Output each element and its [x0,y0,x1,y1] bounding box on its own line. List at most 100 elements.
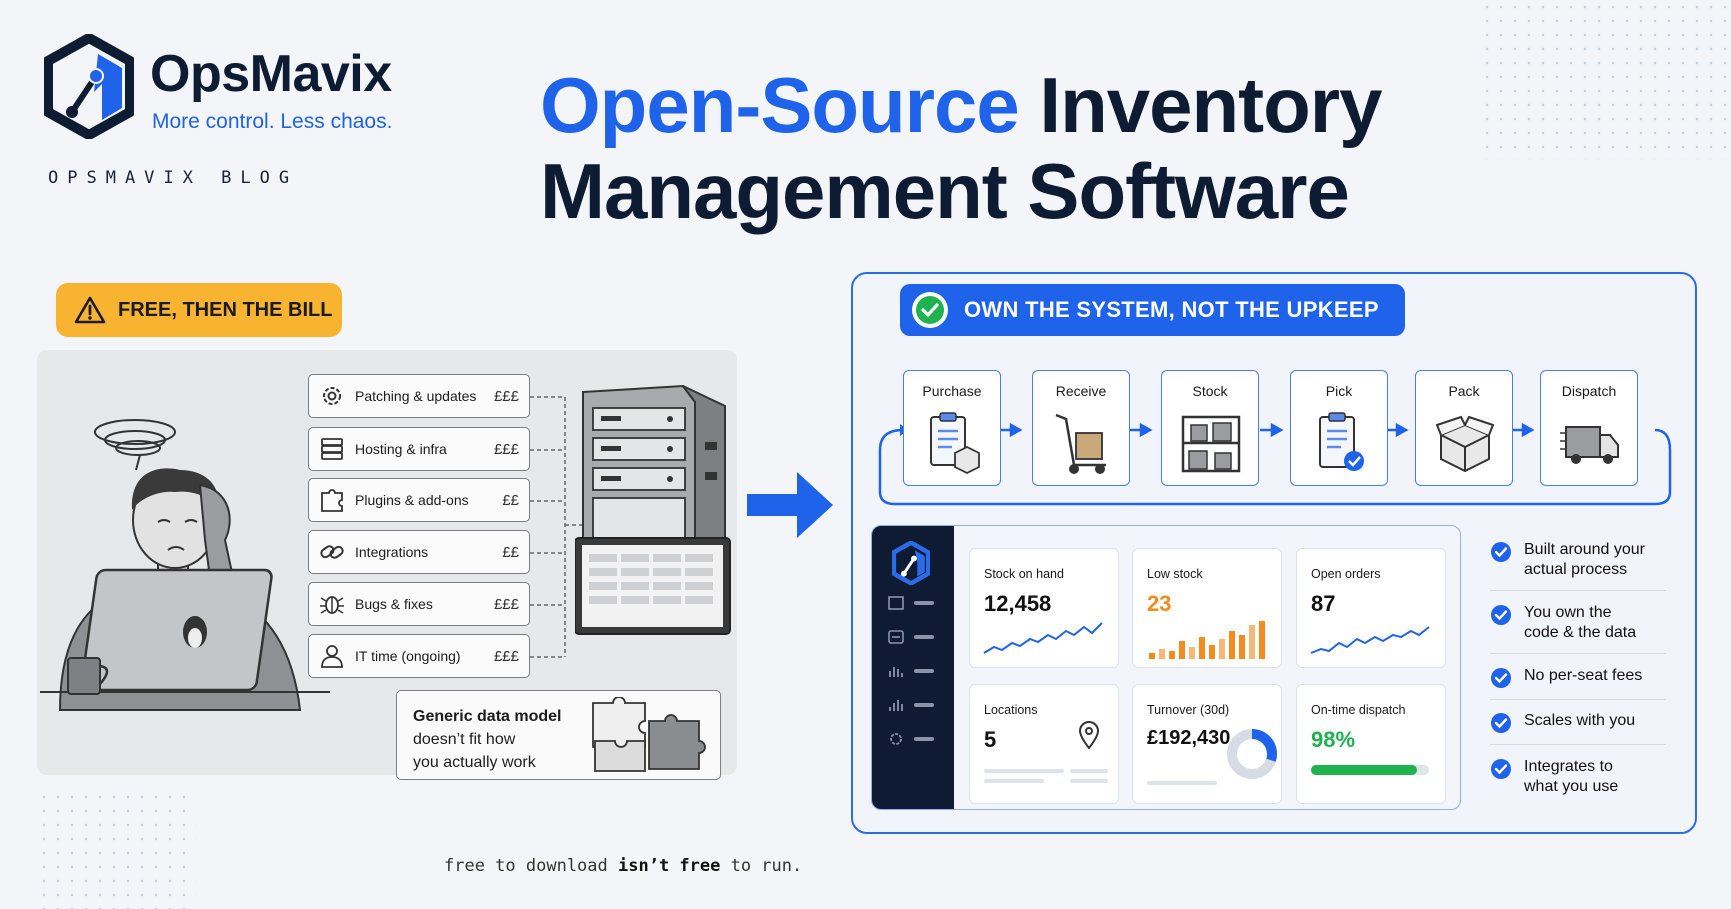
card-value: 23 [1147,591,1172,616]
hand-truck-icon [1055,413,1106,474]
puzzle-pieces-icon [592,697,706,772]
placeholder-lines [984,769,1108,783]
benefit-item: Scales with you [1490,711,1666,745]
check-circle-icon [1491,668,1511,688]
step-pick: Pick [1290,370,1388,486]
check-circle-icon [1491,605,1511,625]
warning-icon [74,296,106,324]
turnover-donut-chart [1227,729,1277,779]
sidebar-item-settings[interactable] [888,732,935,751]
menu-dash-icon [914,737,935,741]
benefit-line-1: No per-seat fees [1524,667,1643,684]
card-on-time-dispatch[interactable]: On-time dispatch 98% [1296,684,1446,804]
low-stock-bar [1169,651,1175,659]
cost-connector-lines [530,396,588,658]
low-stock-bar [1239,635,1245,659]
card-value: 98% [1311,727,1356,752]
opsmavix-logo-small [892,541,930,585]
user-icon [321,645,343,668]
blog-label: OPSMAVIX BLOG [48,168,299,188]
card-value: 12,458 [984,591,1052,616]
cost-value: ££ [502,491,519,509]
cost-value: £££ [493,387,519,405]
card-locations[interactable]: Locations 5 [969,684,1119,804]
cost-value: £££ [493,647,519,665]
sidebar-item-analytics[interactable] [888,698,935,717]
own-the-system-badge: OWN THE SYSTEM, NOT THE UPKEEP [900,284,1405,336]
gear-icon [323,387,341,405]
step-label: Receive [1055,383,1107,399]
title-accent: Open-Source [540,61,1020,149]
card-value: 5 [984,727,997,752]
clipboard-icon [930,412,980,475]
cost-item-it-time: IT time (ongoing) £££ [308,634,530,678]
benefit-item: No per-seat fees [1490,666,1666,700]
step-pack: Pack [1415,370,1513,486]
server-icon [321,438,343,460]
cost-item-bugs: Bugs & fixes £££ [308,582,530,626]
bar-chart-icon [889,700,903,711]
generic-line-3: you actually work [413,754,536,771]
sidebar-item-reports[interactable] [888,664,935,683]
menu-dash-icon [914,669,935,673]
puzzle-icon [321,489,343,512]
step-label: Pack [1448,383,1480,399]
cost-value: £££ [493,440,519,458]
low-stock-bar [1259,621,1265,659]
step-label: Pick [1325,383,1353,399]
card-label: Locations [984,703,1038,717]
footer-part-3: to run. [720,856,803,876]
check-circle-icon [1491,542,1511,562]
orders-sparkline [1310,626,1430,654]
shelf-icon [1181,415,1241,473]
low-stock-bar [1179,641,1185,659]
generic-data-model-text: Generic data model doesn’t fit how you a… [413,705,593,774]
dispatch-progress-fill [1311,765,1418,775]
low-stock-bar [1249,625,1255,659]
low-stock-bar-chart [1149,621,1265,659]
card-label: Turnover (30d) [1147,703,1230,717]
menu-dash-icon [914,703,935,707]
card-value: £192,430 [1147,727,1231,749]
generic-data-model-card: Generic data model doesn’t fit how you a… [396,690,721,780]
footer-part-1: free to download [444,856,618,876]
delivery-truck-icon [1560,426,1619,464]
sidebar-item-box[interactable] [888,596,935,615]
box-icon [888,596,904,610]
bar-chart-icon [889,667,903,677]
card-label: Stock on hand [984,567,1064,581]
card-low-stock[interactable]: Low stock 23 [1132,548,1282,668]
cost-label: Plugins & add-ons [355,492,469,508]
cost-item-plugins: Plugins & add-ons ££ [308,478,530,522]
low-stock-bar [1219,639,1225,659]
stressed-person-illustration [40,419,330,711]
cost-item-hosting: Hosting & infra £££ [308,427,530,471]
cost-value: £££ [493,595,519,613]
title-rest: Inventory Management Software [540,61,1382,235]
cost-item-integrations: Integrations ££ [308,530,530,574]
card-value: 87 [1311,591,1336,616]
card-label: Low stock [1147,567,1203,581]
benefit-line-2: code & the data [1524,624,1637,641]
card-turnover[interactable]: Turnover (30d) £192,430 [1132,684,1282,804]
stock-sparkline [983,622,1103,654]
sidebar-item-inbox[interactable] [888,630,935,649]
menu-dash-icon [914,601,935,605]
low-stock-bar [1209,645,1215,659]
step-purchase: Purchase [903,370,1001,486]
server-rack-illustration [575,384,731,635]
card-open-orders[interactable]: Open orders 87 [1296,548,1446,668]
card-stock-on-hand[interactable]: Stock on hand 12,458 [969,548,1119,668]
low-stock-bar [1159,649,1165,659]
step-label: Purchase [922,383,982,399]
card-label: On-time dispatch [1311,703,1406,717]
menu-dash-icon [914,635,935,639]
brand-name: OpsMavix [150,45,392,103]
step-label: Stock [1192,383,1228,399]
step-receive: Receive [1032,370,1130,486]
benefit-item: You own the code & the data [1490,603,1666,654]
benefit-line-1: You own the [1524,604,1612,621]
cost-label: Patching & updates [355,388,477,404]
